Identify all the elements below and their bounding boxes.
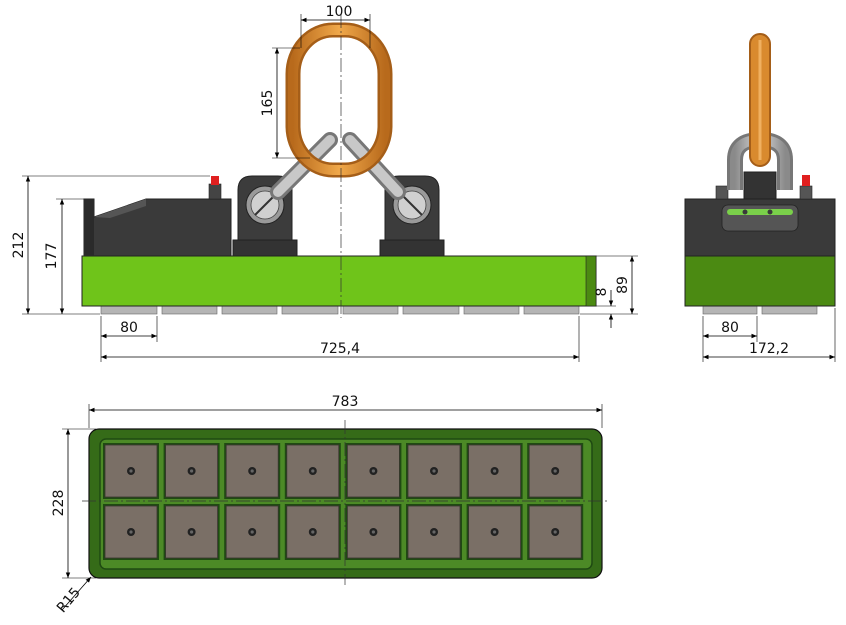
pole-pad: [345, 504, 402, 560]
front-view: [81, 14, 597, 318]
pole-pad: [163, 504, 220, 560]
dim-side-width: 172,2: [749, 341, 789, 357]
dim-base-height: 89: [615, 276, 631, 294]
pole-pad: [527, 443, 584, 499]
pole-pad: [466, 443, 523, 499]
pole-pad: [527, 504, 584, 560]
front-control-housing: [83, 176, 232, 257]
pole-pad: [345, 443, 402, 499]
bottom-view: [82, 420, 608, 585]
dim-total-height: 212: [11, 232, 27, 259]
pole-pad: [406, 504, 462, 560]
dim-overall-width: 228: [51, 490, 67, 517]
pole-pad: [466, 504, 523, 560]
lifting-ring-icon: [285, 22, 393, 178]
side-view: [684, 33, 836, 315]
dim-pole-width-side: 80: [721, 320, 739, 336]
dim-pole-height: 8: [594, 288, 610, 297]
pole-pad: [284, 504, 341, 560]
dim-housing-height: 177: [44, 243, 60, 270]
dim-pole-width-front: 80: [120, 320, 138, 336]
pole-pad: [163, 443, 220, 499]
front-pole-shoes: [100, 305, 580, 315]
pole-pad: [224, 443, 281, 499]
dim-ring-width: 100: [326, 4, 353, 20]
front-view-dimensions: 100 165 212 177 89 8 80 725,4: [11, 4, 638, 362]
side-view-dimensions: 80 172,2: [702, 308, 836, 362]
pole-pad-grid: [103, 443, 584, 560]
pole-pad: [103, 504, 159, 560]
red-button-icon: [211, 176, 219, 185]
side-red-button-icon: [802, 175, 810, 186]
pole-pad: [224, 504, 281, 560]
dim-corner-radius: R15: [54, 585, 84, 616]
front-green-base: [81, 255, 597, 307]
dim-overall-length: 783: [332, 394, 359, 410]
dim-pole-span: 725,4: [320, 341, 360, 357]
dim-ring-height: 165: [260, 90, 276, 117]
pole-pad: [284, 443, 341, 499]
side-green-base: [684, 255, 836, 307]
pole-pad: [406, 443, 462, 499]
pole-pad: [103, 443, 159, 499]
